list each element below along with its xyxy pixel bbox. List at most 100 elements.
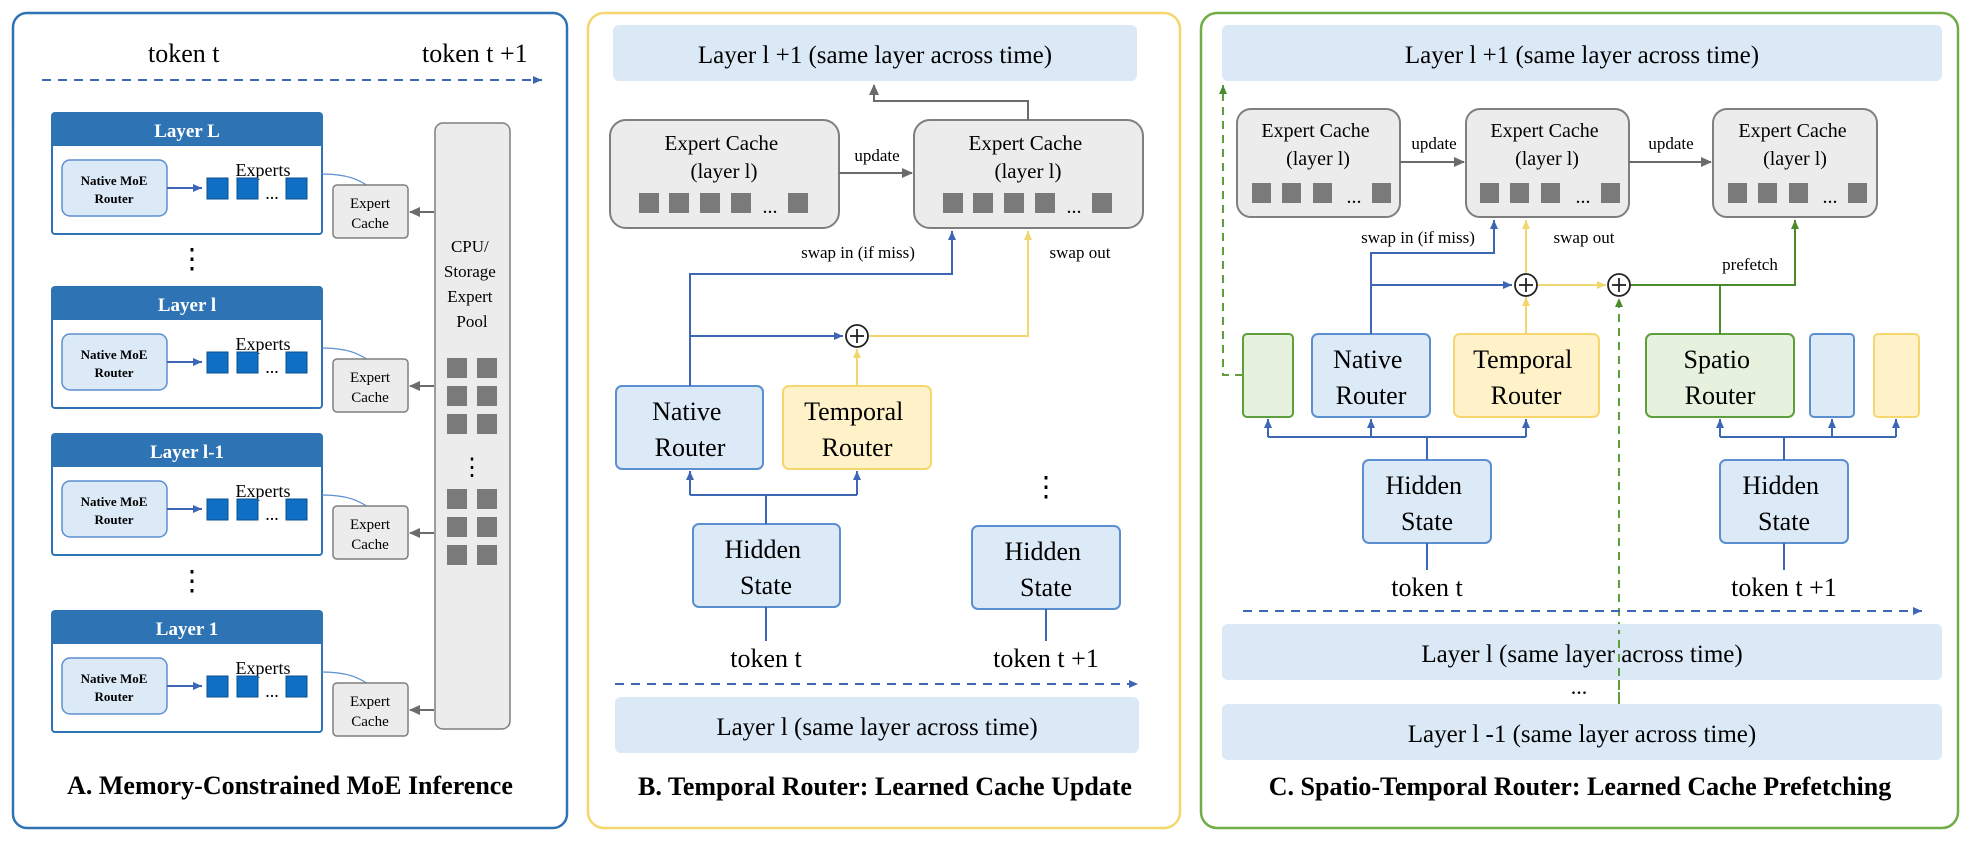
plus-node-b — [845, 324, 869, 348]
panel-b-top-band-label: Layer l +1 (same layer across time) — [698, 42, 1052, 69]
c-fanout-t1 — [1716, 419, 1900, 460]
update-label: update — [854, 146, 899, 165]
panel-c-band-l — [1222, 624, 1942, 680]
panel-b-bottom-band — [615, 697, 1139, 753]
cache-left-squares — [639, 193, 808, 213]
panel-a-token-t: token t — [148, 39, 220, 68]
layer-header — [52, 287, 322, 320]
panel-c: Layer l +1 (same layer across time) Expe… — [1199, 11, 1960, 830]
c-swap-out-label: swap out — [1554, 228, 1615, 247]
expert-square — [206, 498, 229, 521]
expert-square — [285, 498, 308, 521]
expert-cache-right-label: Expert Cache (layer l) — [969, 131, 1088, 183]
update-label-2: update — [1648, 134, 1693, 153]
experts-dots: ... — [265, 504, 279, 524]
native-moe-router — [61, 657, 168, 715]
panel-b-token-t1: token t +1 — [993, 644, 1099, 673]
pool-label: CPU/ Storage Expert Pool — [444, 237, 500, 331]
native-router-label: Native Router — [652, 397, 728, 462]
expert-cache — [332, 505, 409, 560]
experts-label: Experts — [236, 658, 291, 678]
c-swap-in-label: swap in (if miss) — [1361, 228, 1475, 247]
expert-square — [285, 675, 308, 698]
native-moe-router — [61, 333, 168, 391]
expert-square — [285, 351, 308, 374]
c-dashed-up-left — [1219, 85, 1243, 376]
cache-c2-squares — [1480, 183, 1620, 203]
experts-dots: ... — [265, 681, 279, 701]
experts-label: Experts — [236, 334, 291, 354]
expert-cache-left-label: Expert Cache (layer l) — [665, 131, 784, 183]
spatio-router-label: Spatio Router — [1684, 345, 1757, 410]
hidden-state-c-t-label: Hidden State — [1385, 471, 1468, 536]
experts-label: Experts — [236, 481, 291, 501]
hidden-state-t-label: Hidden State — [724, 535, 807, 600]
cache-c3-dots: ... — [1823, 186, 1838, 208]
c-prefetch-arrow — [1630, 220, 1799, 286]
expert-cache — [332, 358, 409, 413]
layer-title: Layer L — [154, 121, 220, 142]
expert-square — [206, 675, 229, 698]
panel-c-token-t1: token t +1 — [1731, 573, 1837, 602]
panel-c-band-l-1-label: Layer l -1 (same layer across time) — [1408, 721, 1756, 748]
c-fanout-t — [1264, 419, 1530, 460]
hidden-state-c-t1-label: Hidden State — [1742, 471, 1825, 536]
panel-c-token-t: token t — [1391, 573, 1463, 602]
experts-label: Experts — [236, 160, 291, 180]
plus-node-c2 — [1607, 273, 1631, 297]
panel-c-band-l-label: Layer l (same layer across time) — [1421, 641, 1742, 668]
cache-c1-dots: ... — [1347, 186, 1362, 208]
panel-b-top-band — [613, 25, 1137, 81]
swap-in-label: swap in (if miss) — [801, 243, 915, 262]
panel-b-token-t: token t — [730, 644, 802, 673]
expert-cache-c3-label: Expert Cache (layer l) — [1738, 120, 1851, 170]
experts-dots: ... — [265, 183, 279, 203]
expert-cache-c3 — [1712, 108, 1878, 218]
cache-c2-dots: ... — [1576, 186, 1591, 208]
update-label-1: update — [1411, 134, 1456, 153]
expert-cache — [332, 682, 409, 737]
panel-a-caption: A. Memory-Constrained MoE Inference — [67, 771, 513, 800]
temporal-router-small — [1873, 333, 1920, 418]
panel-c-caption: C. Spatio-Temporal Router: Learned Cache… — [1269, 772, 1891, 801]
expert-square — [236, 177, 259, 200]
panel-b-vdots: ⋮ — [1032, 472, 1060, 503]
panel-c-band-l-1 — [1222, 704, 1942, 760]
experts-dots: ... — [265, 357, 279, 377]
panel-a: token t token t +1 CPU/ Storage Expert P… — [11, 11, 569, 830]
expert-square — [285, 177, 308, 200]
expert-cache-c1-label: Expert Cache (layer l) — [1261, 120, 1374, 170]
expert-cache-c2-label: Expert Cache (layer l) — [1490, 120, 1603, 170]
panel-c-top-band-label: Layer l +1 (same layer across time) — [1405, 42, 1759, 69]
pool-vdots: ⋮ — [460, 455, 484, 481]
temporal-router-label: Temporal Router — [804, 397, 910, 462]
layer-header — [52, 434, 322, 467]
cache-to-next-layer-arrow — [869, 84, 1029, 120]
cache-right-dots: ... — [1067, 196, 1082, 218]
temporal-router-c-label: Temporal Router — [1473, 345, 1579, 410]
plus-node-c1 — [1514, 273, 1538, 297]
layer-header — [52, 611, 322, 644]
layer-title: Layer 1 — [156, 619, 218, 640]
panel-b-caption: B. Temporal Router: Learned Cache Update — [638, 772, 1132, 801]
spatio-router-small — [1242, 333, 1294, 418]
expert-square — [236, 351, 259, 374]
storage-pool — [434, 122, 511, 730]
cache-left-dots: ... — [763, 196, 778, 218]
layer-title: Layer l — [158, 295, 216, 316]
swap-out-arrow — [869, 231, 1032, 337]
pool-squares — [447, 358, 497, 565]
panel-b: Layer l +1 (same layer across time) Expe… — [586, 11, 1182, 830]
